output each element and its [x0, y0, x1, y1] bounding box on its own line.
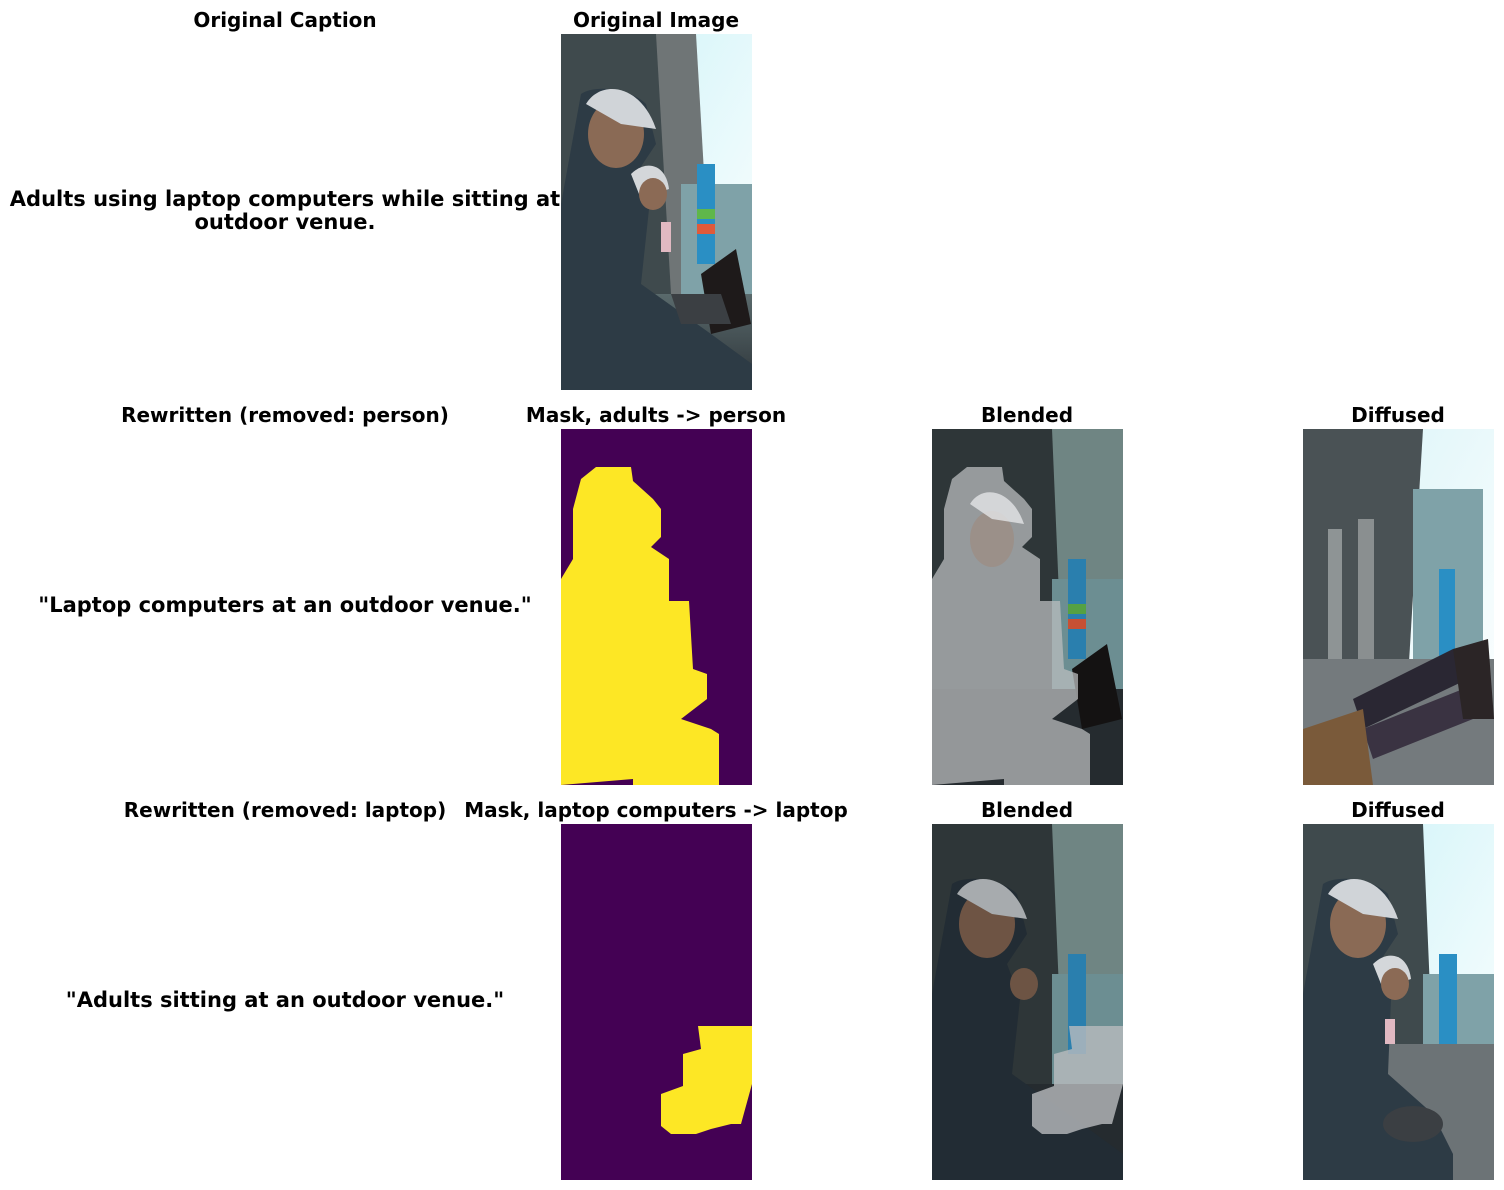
rewritten-person-caption: "Laptop computers at an outdoor venue.": [38, 593, 532, 617]
rewritten-person-title: Rewritten (removed: person): [121, 403, 449, 427]
blended-person-image: [932, 429, 1123, 785]
mask-laptop-title: Mask, laptop computers -> laptop: [464, 798, 848, 822]
blended-laptop-title: Blended: [980, 798, 1074, 822]
blended-person-title: Blended: [980, 403, 1074, 427]
diffused-person-title: Diffused: [1351, 403, 1445, 427]
diffused-person-image: [1303, 429, 1494, 785]
original-image-title: Original Image: [572, 8, 740, 32]
mask-foreground: [661, 1026, 752, 1134]
diffused-laptop-image: [1303, 824, 1494, 1180]
rewritten-laptop-title: Rewritten (removed: laptop): [123, 798, 447, 822]
mask-background: [561, 824, 752, 1180]
diffused-laptop-title: Diffused: [1351, 798, 1445, 822]
original-caption-text: Adults using laptop computers while sitt…: [9, 187, 561, 234]
original-caption-title: Original Caption: [193, 8, 377, 32]
mask-foreground: [561, 467, 719, 785]
mask-person-image: [561, 429, 752, 785]
original-scene-photo: [561, 34, 752, 390]
rewritten-laptop-caption: "Adults sitting at an outdoor venue.": [65, 988, 505, 1012]
original-image: [561, 34, 752, 390]
mask-laptop-image: [561, 824, 752, 1180]
mask-person-title: Mask, adults -> person: [525, 403, 787, 427]
blended-laptop-image: [932, 824, 1123, 1180]
